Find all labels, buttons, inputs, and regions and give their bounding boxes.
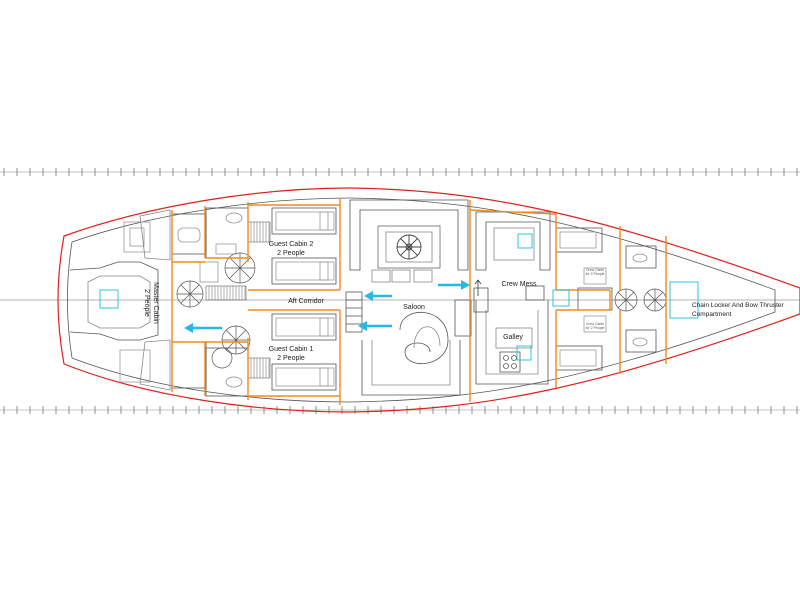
master-cabin-area (69, 209, 171, 391)
locker-hatching (208, 222, 270, 378)
saloon-area (345, 199, 472, 396)
hull-outline (57, 187, 800, 413)
aft-heads (171, 207, 249, 397)
cyan-marker-icons (99, 233, 699, 361)
inner-hull-line (67, 197, 776, 403)
galley-label: Galley (503, 334, 523, 341)
steering-wheel-icon (396, 234, 422, 260)
small-arrow-up (474, 279, 482, 296)
guest-cabin-2-label: Guest Cabin 2 2 People (268, 241, 314, 257)
crew-cabin-lower-label: Crew Cabin for 2 People (585, 322, 605, 330)
flow-arrows (184, 280, 470, 333)
aft-corridor-label: Aft Corridor (288, 298, 324, 305)
crew-mess-galley (473, 211, 551, 385)
staircase-fwd (614, 288, 667, 312)
bulkhead-lines (171, 198, 667, 405)
guest-cabin-1-label: Guest Cabin 1 2 People (268, 346, 314, 362)
staircase-aft (176, 252, 256, 369)
crew-cabins (555, 227, 657, 371)
master-cabin-label: Master Cabin 2 People (143, 282, 159, 324)
chain-locker-label: Chain Locker And Bow Thruster Compartmen… (692, 302, 784, 318)
crew-mess-label: Crew Mess (501, 281, 537, 288)
crew-cabin-upper-label: Crew Cabin for 2 People (585, 268, 605, 276)
tick-marks (3, 168, 798, 414)
saloon-label: Saloon (403, 304, 425, 311)
guest-cabins (271, 207, 337, 391)
